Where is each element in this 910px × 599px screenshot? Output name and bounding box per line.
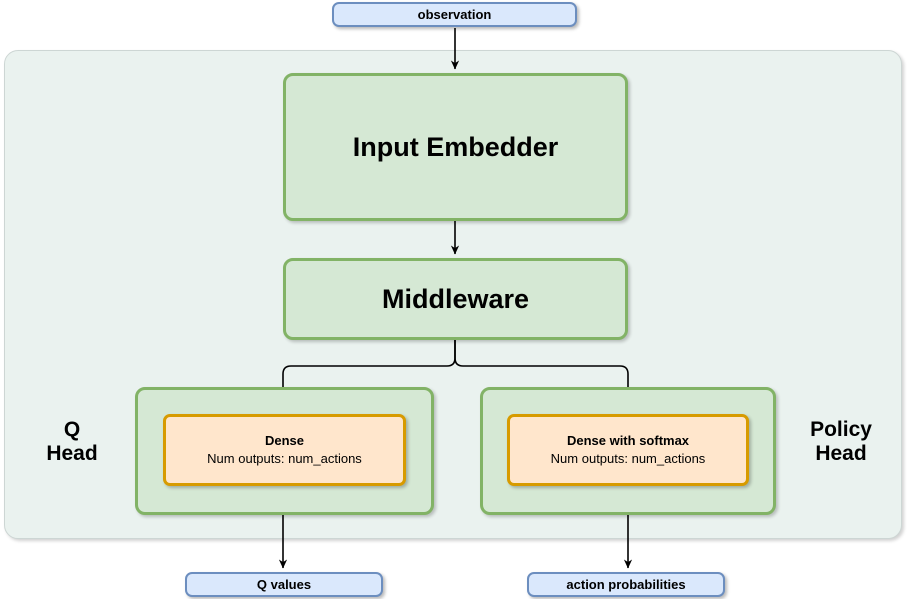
node-action-probabilities-label: action probabilities xyxy=(566,577,686,592)
node-observation-label: observation xyxy=(417,7,492,22)
node-dense-with-softmax-title: Dense with softmax xyxy=(566,432,690,448)
node-dense-with-softmax[interactable]: Dense with softmax Num outputs: num_acti… xyxy=(507,414,749,486)
node-q-values[interactable]: Q values xyxy=(185,572,383,597)
node-middleware[interactable]: Middleware xyxy=(283,258,628,340)
label-q-head: Q Head xyxy=(46,418,98,466)
node-input-embedder[interactable]: Input Embedder xyxy=(283,73,628,221)
node-q-values-label: Q values xyxy=(256,577,312,592)
node-middleware-label: Middleware xyxy=(381,283,530,314)
node-input-embedder-label: Input Embedder xyxy=(352,131,559,162)
node-dense-title: Dense xyxy=(264,432,305,448)
label-policy-head: Policy Head xyxy=(810,418,872,466)
node-dense-subtitle: Num outputs: num_actions xyxy=(207,450,362,466)
node-dense[interactable]: Dense Num outputs: num_actions xyxy=(163,414,406,486)
node-dense-with-softmax-subtitle: Num outputs: num_actions xyxy=(550,450,706,466)
node-observation[interactable]: observation xyxy=(332,2,577,27)
node-action-probabilities[interactable]: action probabilities xyxy=(527,572,725,597)
